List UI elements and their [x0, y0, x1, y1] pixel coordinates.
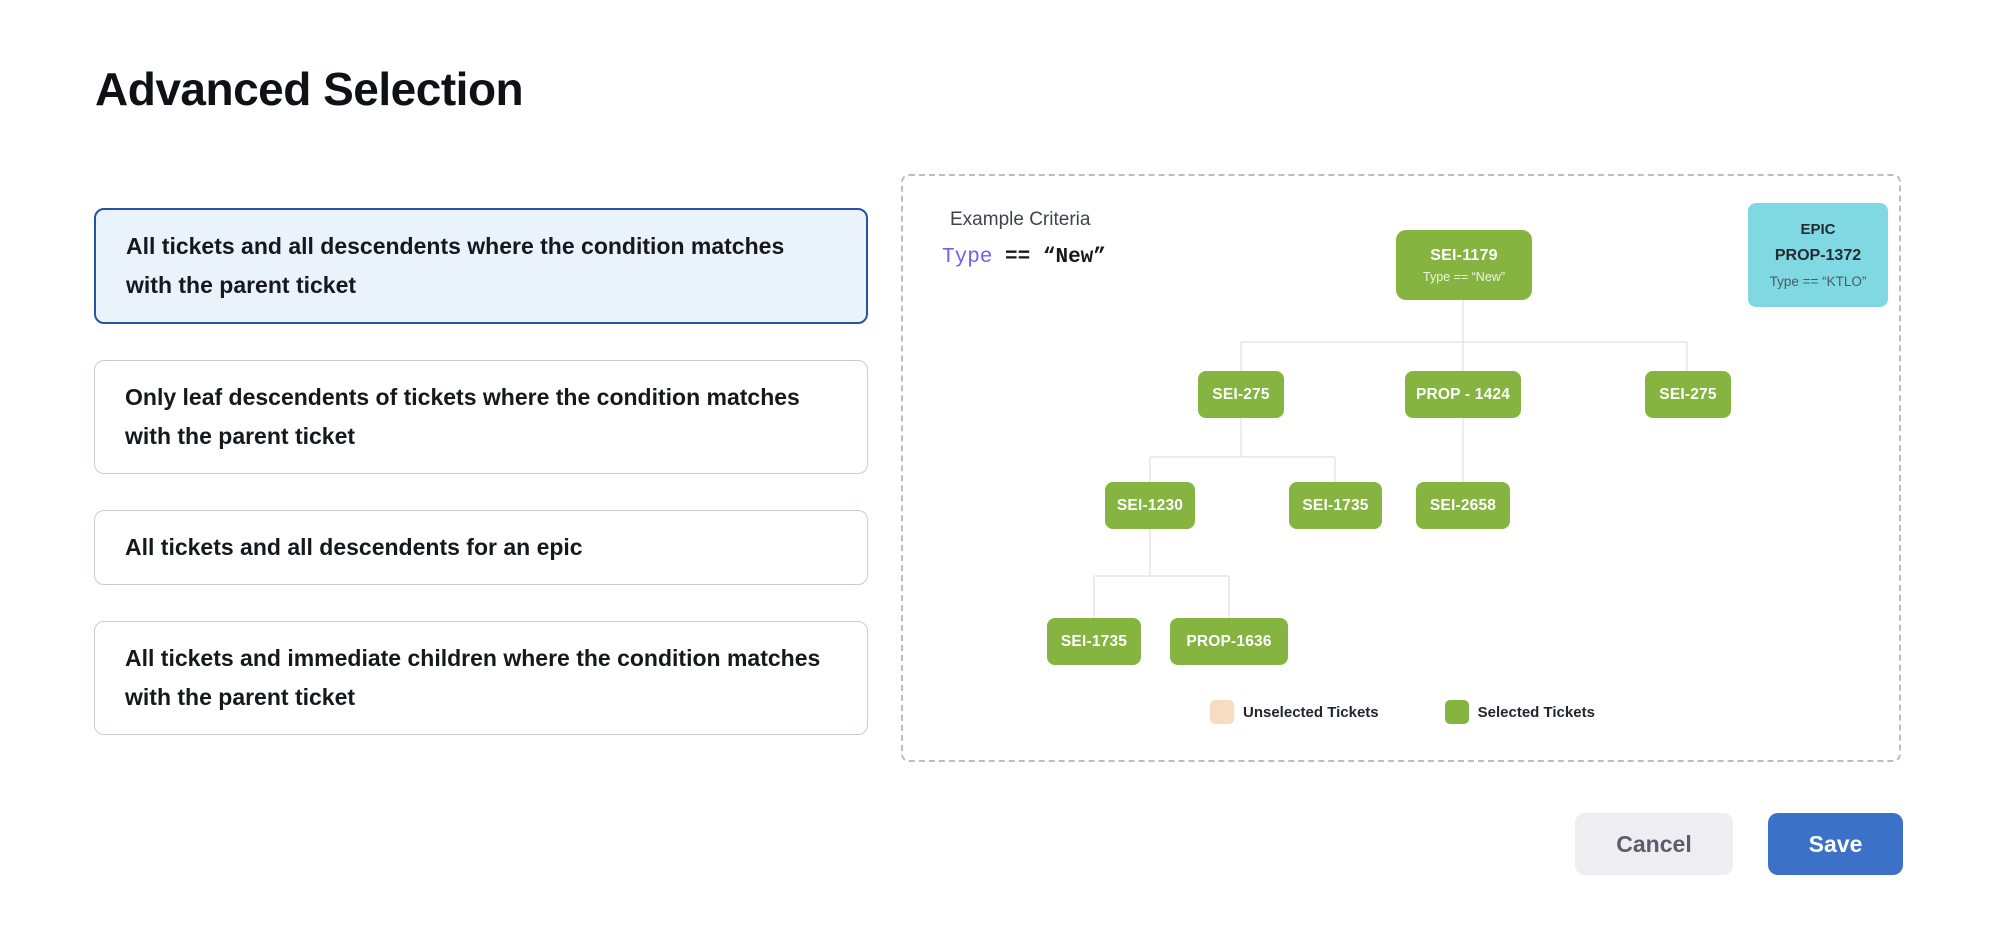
epic-id: PROP-1372 — [1774, 247, 1862, 264]
tree-node-label: SEI-1179 — [1430, 246, 1498, 264]
tree-node: PROP - 1424 — [1405, 371, 1521, 418]
option-all-descendents-condition[interactable]: All tickets and all descendents where th… — [94, 208, 868, 324]
selected-tickets-label: Selected Tickets — [1477, 703, 1595, 721]
save-button[interactable]: Save — [1768, 813, 1903, 875]
tree-node: SEI-2658 — [1416, 482, 1510, 529]
option-list: All tickets and all descendents where th… — [94, 208, 868, 771]
tree-node: SEI-1735 — [1289, 482, 1382, 529]
tree-legend: Unselected Tickets Selected Tickets — [1210, 700, 1595, 724]
tree-node: SEI-1230 — [1105, 482, 1195, 529]
criteria-operator: == — [1005, 246, 1031, 269]
criteria-field: Type — [942, 246, 993, 269]
option-leaf-descendents-condition[interactable]: Only leaf descendents of tickets where t… — [94, 360, 868, 474]
page-title: Advanced Selection — [95, 63, 524, 115]
example-panel: Example Criteria Type == “New” EPIC PROP… — [901, 174, 1901, 762]
unselected-tickets-label: Unselected Tickets — [1243, 703, 1379, 721]
tree-node-condition: Type == “New” — [1423, 269, 1505, 284]
unselected-tickets-swatch — [1210, 700, 1234, 724]
epic-type-label: EPIC — [1800, 221, 1836, 238]
example-heading: Example Criteria — [950, 209, 1091, 230]
tree-node: PROP-1636 — [1170, 618, 1288, 665]
epic-condition: Type == “KTLO” — [1769, 274, 1867, 289]
tree-node: SEI-275 — [1645, 371, 1731, 418]
cancel-button[interactable]: Cancel — [1575, 813, 1733, 875]
epic-card: EPIC PROP-1372 Type == “KTLO” — [1748, 203, 1888, 307]
option-immediate-children-condition[interactable]: All tickets and immediate children where… — [94, 621, 868, 735]
criteria-value: “New” — [1042, 246, 1106, 269]
option-all-descendents-epic[interactable]: All tickets and all descendents for an e… — [94, 510, 868, 585]
tree-node: SEI-1735 — [1047, 618, 1141, 665]
tree-node-root: SEI-1179 Type == “New” — [1396, 230, 1532, 300]
tree-node: SEI-275 — [1198, 371, 1284, 418]
selected-tickets-swatch — [1444, 700, 1469, 724]
example-criteria-expression: Type == “New” — [942, 246, 1106, 269]
